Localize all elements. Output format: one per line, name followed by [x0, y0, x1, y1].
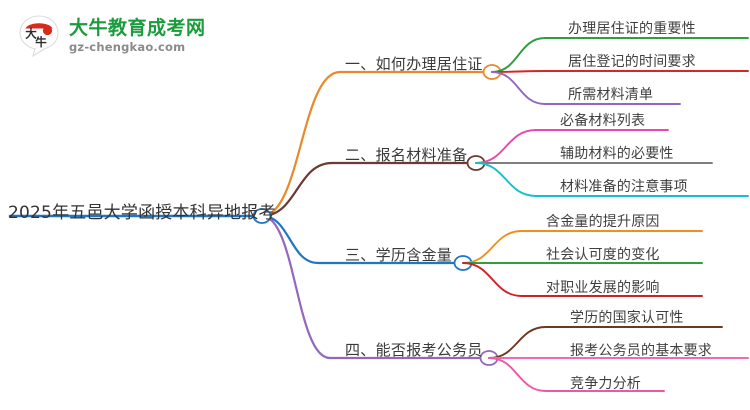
leaf-label-1-3[interactable]: 所需材料清单 [568, 87, 654, 103]
leaf-connector-1-1 [491, 37, 546, 73]
branch-label-3[interactable]: 三、学历含金量 [345, 246, 453, 264]
leaf-label-3-2[interactable]: 社会认可度的变化 [546, 247, 660, 263]
root-node-label[interactable]: 2025年五邑大学函授本科异地报考 [8, 203, 276, 223]
leaf-label-3-1[interactable]: 含金量的提升原因 [546, 214, 660, 230]
branch-connector-1 [260, 70, 342, 218]
leaf-label-2-1[interactable]: 必备材料列表 [560, 113, 646, 129]
leaf-label-4-2[interactable]: 报考公务员的基本要求 [570, 343, 712, 359]
svg-text:大: 大 [25, 27, 37, 41]
branch-connector-2 [260, 161, 334, 218]
site-logo[interactable]: 大 牛 大牛教育成考网 gz-chengkao.com [16, 10, 216, 62]
daniu-speech-bubble-logo-icon: 大 牛 [16, 13, 62, 59]
leaf-label-1-1[interactable]: 办理居住证的重要性 [568, 21, 696, 37]
branch-connector-3 [260, 214, 320, 265]
logo-text-block: 大牛教育成考网 gz-chengkao.com [69, 16, 206, 54]
branch-label-4[interactable]: 四、能否报考公务员 [345, 341, 483, 359]
leaf-connector-3-3 [462, 262, 523, 297]
leaf-label-1-2[interactable]: 居住登记的时间要求 [568, 54, 696, 70]
leaf-connector-3-1 [462, 230, 523, 264]
root-node[interactable] [252, 208, 272, 224]
branch-label-2[interactable]: 二、报名材料准备 [345, 146, 468, 164]
leaf-connector-1-3 [491, 71, 546, 105]
leaf-label-4-3[interactable]: 竞争力分析 [570, 376, 641, 392]
branch-label-1[interactable]: 一、如何办理居住证 [345, 55, 483, 73]
leaf-connector-4-1 [488, 326, 547, 359]
leaf-label-2-2[interactable]: 辅助材料的必要性 [560, 146, 674, 162]
leaf-connector-4-3 [488, 357, 547, 392]
logo-domain: gz-chengkao.com [69, 39, 186, 54]
leaf-label-4-1[interactable]: 学历的国家认可性 [570, 310, 684, 326]
branch-connector-4 [260, 214, 332, 360]
leaf-label-3-3[interactable]: 对职业发展的影响 [546, 280, 660, 296]
leaf-connector-1-2 [491, 70, 546, 73]
leaf-connector-2-3 [475, 162, 537, 197]
logo-title: 大牛教育成考网 [69, 16, 206, 39]
svg-text:牛: 牛 [35, 35, 47, 49]
leaf-label-2-3[interactable]: 材料准备的注意事项 [560, 179, 688, 195]
leaf-connector-2-1 [475, 129, 537, 164]
